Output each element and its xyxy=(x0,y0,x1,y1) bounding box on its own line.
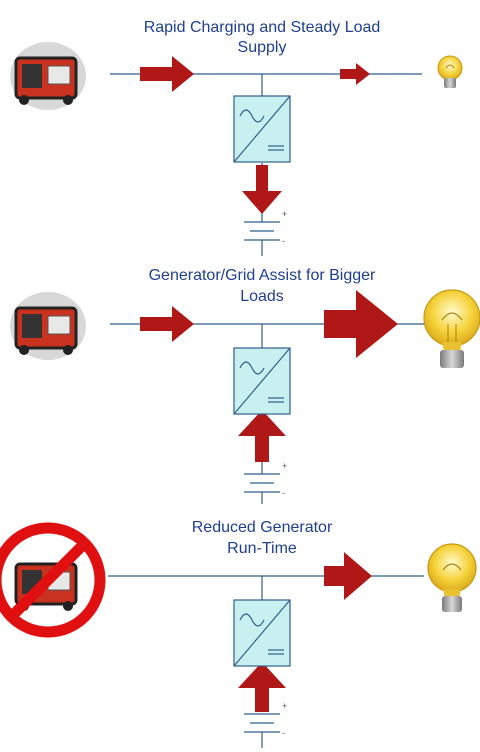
panel-3: Reduced Generator Run-Time xyxy=(0,519,477,748)
power-arrow xyxy=(238,410,286,462)
power-arrow xyxy=(340,63,370,85)
panel-title: Supply xyxy=(238,39,287,56)
power-arrow xyxy=(140,306,194,342)
power-arrow xyxy=(242,165,282,214)
generator-icon xyxy=(10,42,86,110)
battery-icon: + - xyxy=(244,209,287,256)
light-bulb-icon xyxy=(423,289,480,368)
panel-title: Generator/Grid Assist for Bigger xyxy=(149,267,376,284)
panel-2: Generator/Grid Assist for Bigger Loads xyxy=(10,267,480,504)
panel-title: Reduced Generator xyxy=(192,519,333,536)
inverter-icon xyxy=(233,599,291,667)
panel-title: Rapid Charging and Steady Load xyxy=(144,19,381,36)
inverter-icon xyxy=(233,95,291,163)
battery-minus-label: - xyxy=(282,236,285,246)
battery-minus-label: - xyxy=(282,728,285,738)
prohibited-icon xyxy=(0,522,106,638)
battery-icon: + - xyxy=(244,701,287,748)
panel-title: Loads xyxy=(240,288,284,305)
generator-icon xyxy=(10,292,86,360)
battery-minus-label: - xyxy=(282,488,285,498)
power-arrow xyxy=(324,290,398,358)
panel-title: Run-Time xyxy=(227,540,297,557)
panel-1: Rapid Charging and Steady Load Supply xyxy=(10,19,463,256)
light-bulb-icon xyxy=(437,55,463,88)
battery-icon: + - xyxy=(244,461,287,504)
power-arrow xyxy=(324,552,372,600)
power-arrow xyxy=(238,662,286,712)
battery-plus-label: + xyxy=(282,701,287,711)
battery-plus-label: + xyxy=(282,209,287,219)
inverter-icon xyxy=(233,347,291,415)
power-arrow xyxy=(140,56,194,92)
battery-plus-label: + xyxy=(282,461,287,471)
light-bulb-icon xyxy=(427,543,477,612)
